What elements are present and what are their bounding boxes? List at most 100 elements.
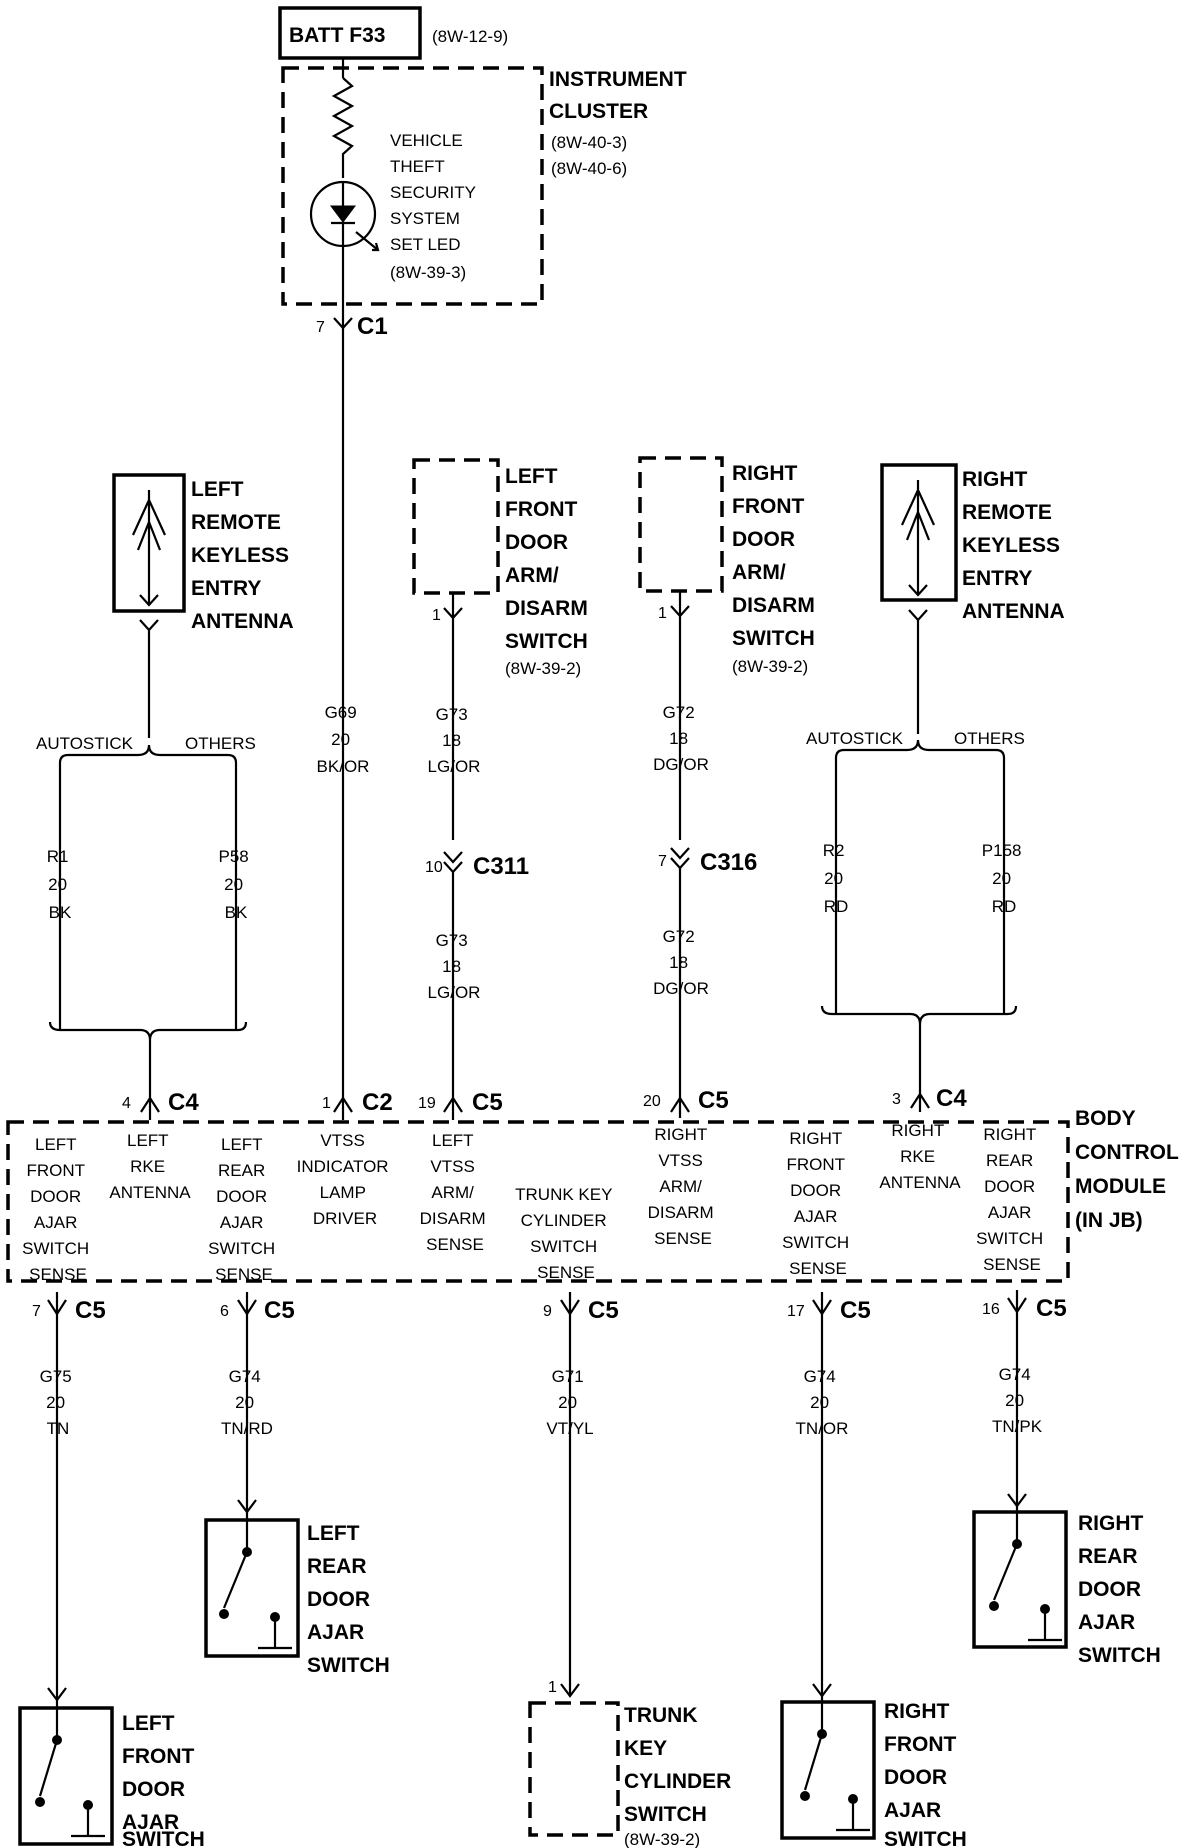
- right-antenna-box: [880, 463, 958, 602]
- left-split-labels: AUTOSTICK OTHERS: [36, 734, 256, 753]
- left-antenna-label: LEFT REMOTE KEYLESS ENTRY ANTENNA: [191, 478, 295, 633]
- right-antenna-connector: [908, 609, 928, 734]
- bcm-top-conn-3: C5: [472, 1089, 503, 1116]
- bcm-bottom-conn-icon-1: [47, 1292, 67, 1317]
- bcm-bottom-conn-icon-4: [812, 1292, 832, 1317]
- lr-ajar-contact-gnd: [270, 1612, 280, 1622]
- g74c-label: G74 20 TN/PK: [992, 1365, 1043, 1436]
- p158-label: P158 20 RD: [982, 841, 1026, 916]
- lf-ajar-contact-top: [52, 1735, 62, 1745]
- led-light-arrow: [355, 231, 380, 252]
- bcm-top-conn-icon-1: [140, 1095, 160, 1120]
- right-antenna-label: RIGHT REMOTE KEYLESS ENTRY ANTENNA: [962, 468, 1066, 623]
- left-antenna-connector: [139, 619, 159, 738]
- bcm-top-conn-icon-4: [670, 1095, 690, 1118]
- c1-connector-icon: [333, 304, 353, 330]
- trunk-connector-icon: [560, 1683, 580, 1698]
- instrument-cluster-refs: (8W-40-3) (8W-40-6): [551, 133, 632, 178]
- bcm-top-conn-icon-5: [910, 1091, 930, 1112]
- c1-label: C1: [357, 313, 388, 340]
- instrument-cluster-box: [281, 66, 544, 306]
- instrument-cluster-title: INSTRUMENT CLUSTER: [549, 68, 693, 123]
- lf-ajar-switch-box: [18, 1706, 114, 1846]
- trunk-pin: 1: [548, 1679, 557, 1696]
- rf-ajar-contact-gnd: [848, 1794, 858, 1804]
- left-antenna-icon: [131, 490, 167, 607]
- bcm-bottom-conn-icon-2: [237, 1292, 257, 1317]
- bcm-bottom-conn-2: C5: [264, 1297, 295, 1324]
- c311-label: C311: [473, 853, 529, 880]
- led-diode-bar: [331, 182, 355, 246]
- right-split-brace: [834, 739, 1006, 759]
- led-diode-symbol: [330, 205, 356, 223]
- lf-arm-switch-pin: 1: [432, 607, 441, 624]
- lf-ajar-contact-nc: [35, 1797, 45, 1807]
- left-join-brace: [48, 1021, 248, 1098]
- lr-ajar-contact-nc: [219, 1609, 229, 1619]
- bcm-bottom-pin-1: 7: [32, 1303, 41, 1320]
- right-antenna-icon: [900, 480, 936, 597]
- rf-arm-switch-ref: (8W-39-2): [732, 657, 808, 676]
- bcm-top-pin-2: 1: [322, 1095, 331, 1112]
- lr-ajar-switch-box: [204, 1518, 300, 1658]
- r2-label: R2 20 RD: [823, 841, 849, 916]
- bcm-top-conn-2: C2: [362, 1089, 393, 1116]
- bcm-cell-left-vtss: LEFT VTSS ARM/ DISARM SENSE: [420, 1131, 491, 1254]
- batt-f33-label: BATT F33: [289, 24, 385, 47]
- bcm-bottom-pin-2: 6: [220, 1303, 229, 1320]
- rf-arm-switch-box: [638, 456, 724, 593]
- trunk-ref: (8W-39-2): [624, 1830, 700, 1848]
- bcm-top-pin-3: 19: [418, 1095, 436, 1112]
- lf-arm-switch-label: LEFT FRONT DOOR ARM/ DISARM SWITCH: [505, 465, 594, 653]
- c311-pin: 10: [425, 859, 443, 876]
- g74b-label: G74 20 TN/OR: [796, 1367, 849, 1438]
- g72b-label: G72 18 DG/OR: [653, 927, 709, 998]
- batt-f33-box: [278, 6, 422, 60]
- bcm-cell-rr-ajar: RIGHT REAR DOOR AJAR SWITCH SENSE: [976, 1125, 1048, 1274]
- bcm-bottom-conn-3: C5: [588, 1297, 619, 1324]
- rr-ajar-switch-icon: [992, 1506, 1062, 1642]
- bcm-bottom-conn-icon-3: [560, 1292, 580, 1317]
- c316-pin: 7: [658, 853, 667, 870]
- rr-ajar-contact-nc: [989, 1601, 999, 1611]
- rr-ajar-label: RIGHT REAR DOOR AJAR SWITCH: [1078, 1512, 1161, 1667]
- rf-ajar-contact-top: [817, 1729, 827, 1739]
- lr-ajar-label: LEFT REAR DOOR AJAR SWITCH: [307, 1522, 390, 1677]
- bcm-cell-right-vtss: RIGHT VTSS ARM/ DISARM SENSE: [648, 1125, 719, 1248]
- bcm-top-conn-4: C5: [698, 1087, 729, 1114]
- c316-connector-icon: [670, 847, 690, 870]
- rf-arm-switch-label: RIGHT FRONT DOOR ARM/ DISARM SWITCH: [732, 462, 821, 650]
- g73b-label: G73 18 LG/OR: [428, 931, 481, 1002]
- bcm-bottom-pin-4: 17: [787, 1303, 805, 1320]
- bcm-bottom-conn-icon-5: [1007, 1290, 1027, 1315]
- bcm-cell-rf-ajar: RIGHT FRONT DOOR AJAR SWITCH SENSE: [782, 1129, 854, 1278]
- bcm-box: [6, 1120, 1070, 1283]
- bcm-cell-trunk: TRUNK KEY CYLINDER SWITCH SENSE: [515, 1185, 617, 1282]
- bcm-bottom-conn-5: C5: [1036, 1295, 1067, 1322]
- lf-arm-switch-ref: (8W-39-2): [505, 659, 581, 678]
- lf-arm-switch-box: [412, 458, 500, 595]
- batt-f33-ref: (8W-12-9): [432, 27, 508, 46]
- bcm-top-pin-5: 3: [892, 1091, 901, 1108]
- rf-arm-connector: [670, 591, 690, 840]
- c316-label: C316: [700, 849, 757, 876]
- rr-ajar-contact-top: [1012, 1539, 1022, 1549]
- bcm-bottom-conn-4: C5: [840, 1297, 871, 1324]
- lf-ajar-switch-icon: [38, 1700, 105, 1838]
- g71-label: G71 20 VT/YL: [546, 1367, 593, 1438]
- rf-ajar-switch-icon: [803, 1696, 870, 1832]
- lr-ajar-switch-icon: [222, 1512, 292, 1650]
- lf-ajar-contact-gnd: [83, 1800, 93, 1810]
- bcm-top-pin-1: 4: [122, 1095, 131, 1112]
- bcm-cell-lf-ajar: LEFT FRONT DOOR AJAR SWITCH SENSE: [22, 1135, 94, 1284]
- bcm-top-conn-5: C4: [936, 1085, 967, 1112]
- rf-ajar-label: RIGHT FRONT DOOR AJAR SWITCH: [884, 1700, 967, 1848]
- c311-connector-icon: [443, 851, 463, 874]
- resistor-icon: [331, 77, 355, 178]
- bcm-bottom-conn-1: C5: [75, 1297, 106, 1324]
- led-label: VEHICLE THEFT SECURITY SYSTEM SET LED (8…: [390, 131, 480, 282]
- bcm-cell-vtss-lamp: VTSS INDICATOR LAMP DRIVER: [297, 1131, 394, 1228]
- bcm-cell-right-rke: RIGHT RKE ANTENNA: [879, 1121, 961, 1192]
- bcm-top-conn-1: C4: [168, 1089, 199, 1116]
